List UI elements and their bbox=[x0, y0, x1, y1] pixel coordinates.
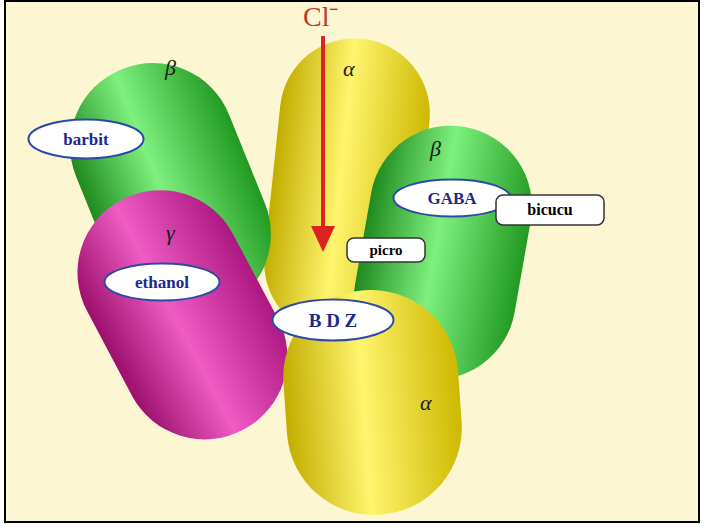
chloride-arrow bbox=[321, 36, 325, 228]
subunit-label: γ bbox=[166, 222, 175, 244]
site-oval: GABA bbox=[392, 178, 512, 218]
oval-shape bbox=[394, 180, 511, 217]
box-shape bbox=[347, 238, 425, 262]
site-name: B D Z bbox=[309, 311, 358, 330]
site-name: barbit bbox=[63, 131, 108, 148]
site-oval: ethanol bbox=[103, 262, 221, 302]
site-name: GABA bbox=[427, 190, 476, 207]
site-oval: barbit bbox=[27, 118, 145, 160]
oval-shape bbox=[29, 120, 144, 159]
subunit-label: α bbox=[343, 58, 355, 80]
site-name: ethanol bbox=[135, 274, 189, 291]
oval-shape bbox=[273, 300, 394, 341]
site-box: bicucu bbox=[495, 194, 605, 226]
site-box: picro bbox=[346, 237, 426, 263]
arrow-head bbox=[311, 226, 335, 252]
box-shape bbox=[496, 195, 604, 225]
ion-label: Cl⁻ bbox=[303, 3, 338, 31]
subunit-label: β bbox=[430, 138, 441, 160]
oval-shape bbox=[105, 264, 220, 301]
subunit-label: α bbox=[420, 392, 432, 414]
subunit-label: β bbox=[165, 57, 176, 79]
site-name: bicucu bbox=[527, 202, 572, 218]
site-name: picro bbox=[369, 243, 402, 258]
site-oval: B D Z bbox=[271, 298, 395, 342]
